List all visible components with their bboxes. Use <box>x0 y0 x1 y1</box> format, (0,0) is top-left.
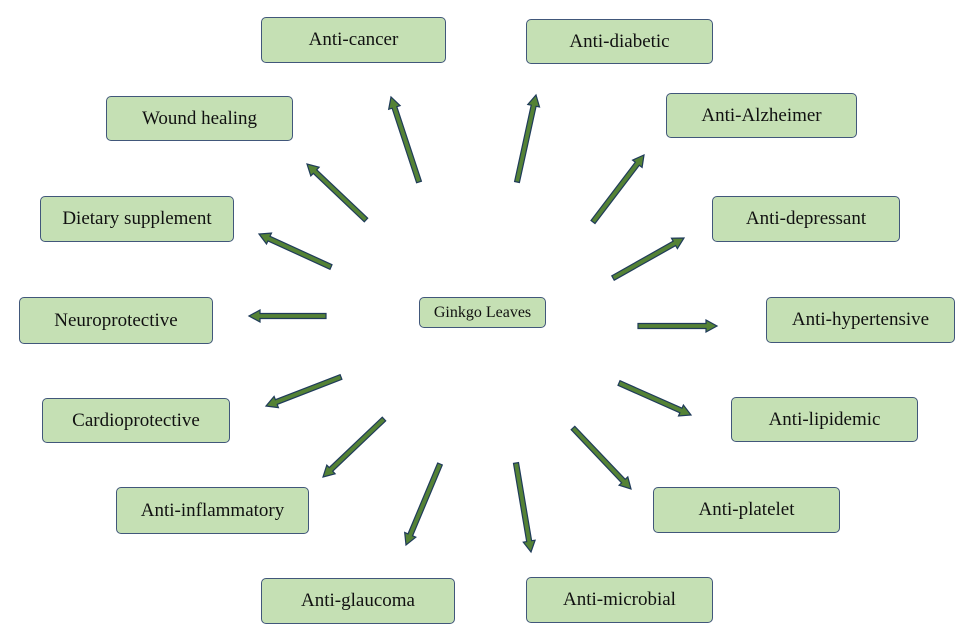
arrow-to-anti-platelet <box>570 425 632 490</box>
arrow-to-anti-diabetic <box>513 93 541 184</box>
arrow-to-anti-inflammatory <box>322 416 387 478</box>
effect-node-cardioprotective: Cardioprotective <box>42 398 230 443</box>
arrow-to-cardioprotective <box>264 373 343 409</box>
effect-node-anti-microbial: Anti-microbial <box>526 577 713 623</box>
arrow-to-wound-healing <box>306 163 369 223</box>
arrow-to-anti-cancer <box>387 95 423 184</box>
effect-node-dietary-supplement: Dietary supplement <box>40 196 234 242</box>
arrow-to-neuroprotective <box>247 308 327 324</box>
arrow-to-anti-microbial <box>512 461 536 554</box>
effect-node-anti-lipidemic: Anti-lipidemic <box>731 397 918 442</box>
arrow-to-anti-lipidemic <box>617 379 693 417</box>
effect-node-anti-diabetic: Anti-diabetic <box>526 19 713 64</box>
effect-node-wound-healing: Wound healing <box>106 96 293 141</box>
effect-node-anti-glaucoma: Anti-glaucoma <box>261 578 455 624</box>
effect-node-anti-hypertensive: Anti-hypertensive <box>766 297 955 343</box>
effect-node-anti-alzheimer: Anti-Alzheimer <box>666 93 857 138</box>
arrow-to-anti-alzheimer <box>590 154 645 225</box>
effect-node-anti-inflammatory: Anti-inflammatory <box>116 487 309 534</box>
arrow-to-dietary-supplement <box>257 232 333 271</box>
effect-node-anti-depressant: Anti-depressant <box>712 196 900 242</box>
arrow-to-anti-hypertensive <box>637 318 719 334</box>
effect-node-neuroprotective: Neuroprotective <box>19 297 213 344</box>
arrow-to-anti-depressant <box>610 237 686 282</box>
effect-node-anti-platelet: Anti-platelet <box>653 487 840 533</box>
arrow-to-anti-glaucoma <box>403 462 444 547</box>
center-node-ginkgo-leaves: Ginkgo Leaves <box>419 297 546 328</box>
effect-node-anti-cancer: Anti-cancer <box>261 17 446 63</box>
